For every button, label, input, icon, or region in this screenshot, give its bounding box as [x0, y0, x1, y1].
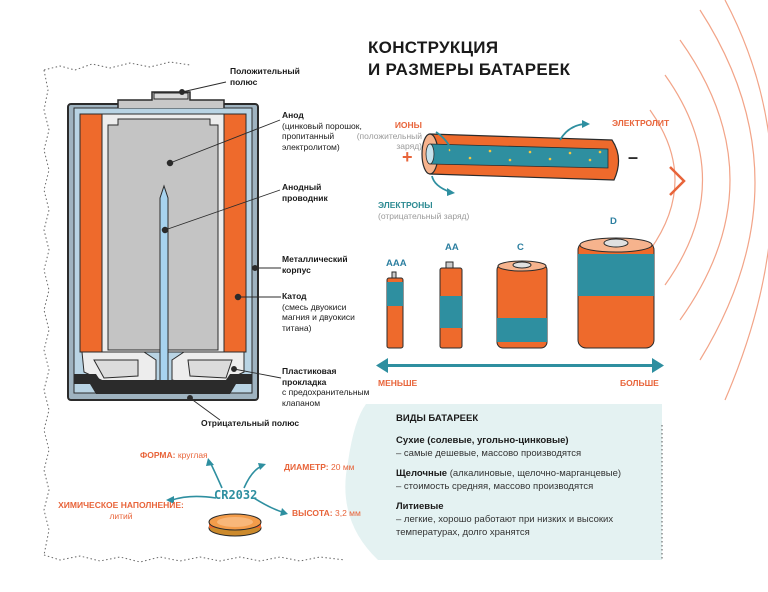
label-cathode: Катод (смесь двуокиси магния и двуокиси …: [282, 291, 372, 334]
coin-diameter-val: 20 мм: [331, 462, 355, 472]
chevron-right-icon: [669, 166, 686, 196]
coin-model: CR2032: [214, 488, 258, 502]
battery-aaa: [386, 271, 404, 349]
coin-chemistry: ХИМИЧЕСКОЕ НАПОЛНЕНИЕ: литий: [56, 500, 186, 521]
anode-desc: (цинковый порошок, пропитанный электроли…: [282, 120, 362, 152]
types-panel-bg: [345, 404, 662, 560]
label-ions: ИОНЫ (положительный заряд): [350, 120, 422, 152]
label-positive-pole: Положительный полюс: [230, 66, 300, 87]
cathode-desc: (смесь двуокиси магния и двуокиси титана…: [282, 301, 355, 333]
types-heading: ВИДЫ БАТАРЕЕК: [396, 413, 479, 424]
coin-shape-key: ФОРМА:: [140, 450, 176, 460]
size-label-aa: AA: [445, 242, 459, 253]
ion-flow-diagram: [421, 120, 620, 196]
battery-d: [577, 237, 655, 349]
coin-cell: [166, 458, 288, 537]
electrons-title: ЭЛЕКТРОНЫ: [378, 200, 433, 210]
type-name: Литиевые: [396, 501, 444, 512]
plus-sign: +: [402, 147, 413, 167]
ions-sub: (положительный заряд): [356, 130, 422, 152]
label-anode: Анод (цинковый порошок, пропитанный элек…: [282, 110, 372, 153]
anode-title: Анод: [282, 110, 304, 120]
coin-shape-val: круглая: [177, 450, 208, 460]
battery-aa: [439, 261, 463, 349]
minus-sign: –: [628, 147, 639, 167]
title-line-2: И РАЗМЕРЫ БАТАРЕЕК: [368, 60, 571, 79]
size-label-d: D: [610, 216, 617, 227]
battery-c: [496, 260, 548, 349]
type-name: Щелочные: [396, 468, 448, 479]
title-line-1: КОНСТРУКЦИЯ: [368, 38, 499, 57]
type-item-dry: Сухие (солевые, угольно-цинковые) – самы…: [396, 434, 658, 460]
scale-arrow: [376, 358, 664, 373]
label-electrolyte: ЭЛЕКТРОЛИТ: [612, 118, 670, 128]
coin-shape: ФОРМА: круглая: [140, 450, 208, 461]
size-label-aaa: AAA: [386, 258, 407, 269]
type-desc: – стоимость средняя, массово производятс…: [396, 481, 594, 492]
coin-height-key: ВЫСОТА:: [292, 508, 333, 518]
label-anode-conductor: Анодный проводник: [282, 182, 328, 203]
label-metal-case: Металлический корпус: [282, 254, 348, 275]
page-title: КОНСТРУКЦИЯ И РАЗМЕРЫ БАТАРЕЕК: [368, 37, 570, 81]
size-comparison: [376, 237, 664, 373]
type-desc: – самые дешевые, массово производятся: [396, 448, 582, 459]
label-gasket: Пластиковая прокладка с предохранительны…: [282, 366, 382, 409]
label-negative-pole: Отрицательный полюс: [201, 418, 300, 428]
type-name: Сухие (солевые, угольно-цинковые): [396, 435, 569, 446]
coin-diameter-key: ДИАМЕТР:: [284, 462, 329, 472]
coin-height: ВЫСОТА: 3,2 мм: [292, 508, 361, 519]
plastic-gasket: [81, 351, 245, 389]
coin-chem-key: ХИМИЧЕСКОЕ НАПОЛНЕНИЕ:: [58, 500, 184, 510]
electrolyte-arrow: [559, 123, 585, 141]
cathode-title: Катод: [282, 291, 307, 301]
positive-cap: [117, 91, 225, 108]
size-label-c: C: [517, 242, 524, 253]
electrons-sub: (отрицательный заряд): [378, 210, 470, 221]
type-desc: – легкие, хорошо работают при низких и в…: [396, 514, 614, 538]
anode-conductor: [159, 184, 169, 393]
type-name-extra: (алкалиновые, щелочно-марганцевые): [447, 468, 622, 479]
scale-smaller: МЕНЬШЕ: [378, 378, 418, 388]
scale-bigger: БОЛЬШЕ: [620, 378, 659, 388]
wave-arcs: [649, 0, 768, 401]
battery-cross-section: [67, 81, 282, 421]
type-item-alkaline: Щелочные (алкалиновые, щелочно-марганцев…: [396, 467, 658, 493]
coin-height-val: 3,2 мм: [335, 508, 361, 518]
coin-chem-val: литий: [109, 510, 133, 521]
gasket-title: Пластиковая прокладка: [282, 366, 337, 387]
coin-diameter: ДИАМЕТР: 20 мм: [284, 462, 355, 473]
ions-title: ИОНЫ: [394, 120, 422, 130]
label-electrons: ЭЛЕКТРОНЫ (отрицательный заряд): [378, 200, 478, 221]
types-panel: ВИДЫ БАТАРЕЕК Сухие (солевые, угольно-ци…: [396, 412, 658, 539]
negative-base: [74, 374, 252, 394]
paper-edge: [43, 61, 346, 563]
gasket-desc: с предохранительным клапаном: [282, 387, 370, 408]
type-item-lithium: Литиевые – легкие, хорошо работают при н…: [396, 500, 658, 539]
